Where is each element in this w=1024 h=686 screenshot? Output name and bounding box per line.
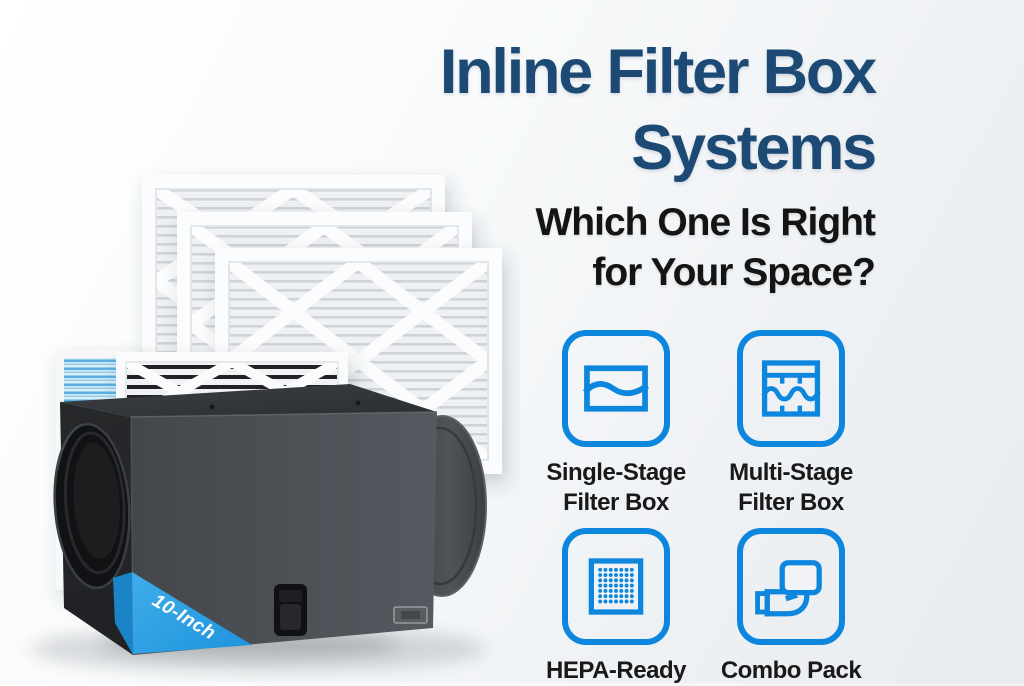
product-photo-illustration: 10-Inch (30, 175, 502, 673)
multi-stage-filter-icon (737, 330, 845, 447)
unit-latch (274, 584, 307, 636)
option-label: HEPA-Ready (546, 657, 686, 684)
brand-badge (393, 606, 428, 624)
option-hepa-ready[interactable]: HEPA-Ready (531, 528, 701, 686)
left-duct-collar (53, 422, 131, 590)
top-screw (209, 404, 215, 410)
page-subtitle-line-1: Which One Is Right (535, 201, 876, 244)
page-subtitle: Which One Is Right for Your Space? (300, 198, 876, 298)
combo-pack-icon (737, 528, 845, 645)
page-title-line-1: Inline Filter Box (439, 37, 877, 107)
single-stage-filter-icon (562, 330, 670, 447)
hepa-dots (598, 567, 634, 604)
unit-front-face (131, 412, 437, 655)
hepa-ready-filter-icon (562, 528, 670, 645)
page-title-line-2: Systems (631, 113, 877, 183)
option-combo-pack[interactable]: Combo Pack (706, 528, 876, 686)
unit-top-face (60, 384, 437, 417)
page-subtitle-line-2: for Your Space? (592, 251, 876, 294)
option-label: Combo Pack (720, 657, 862, 684)
top-screw (355, 400, 361, 406)
inline-filter-box-unit: 10-Inch (30, 384, 487, 673)
